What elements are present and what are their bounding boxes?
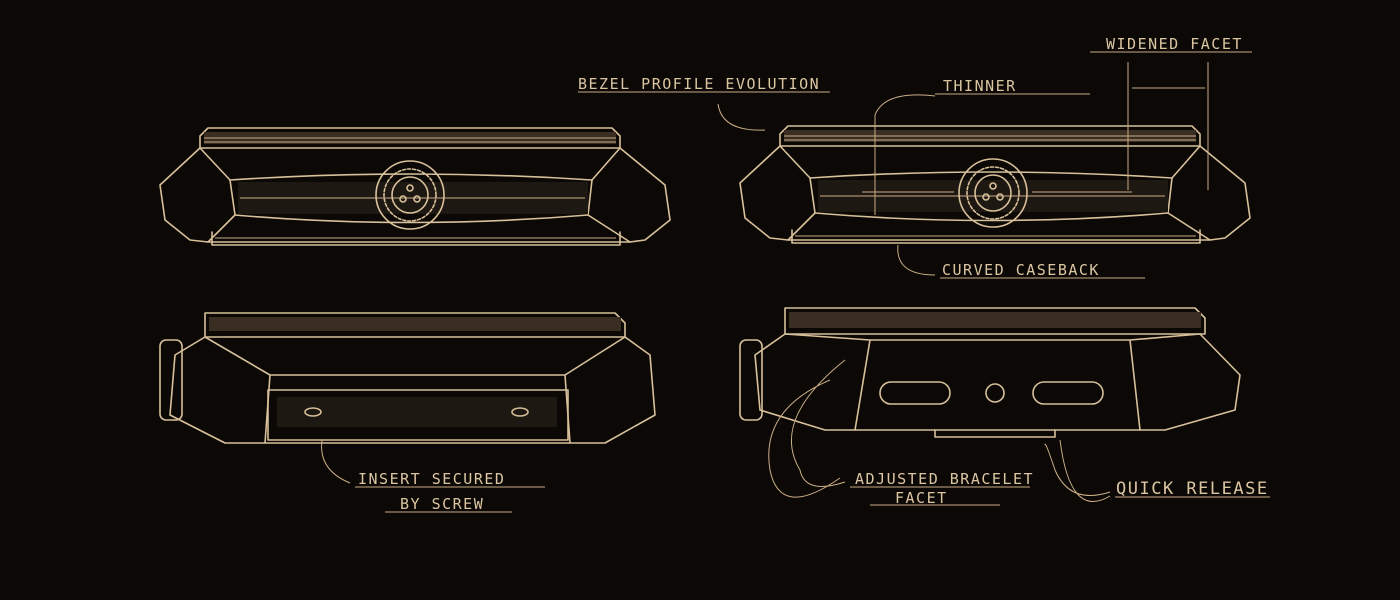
watch-lug-view-original	[159, 312, 656, 444]
label-thinner: THINNER	[943, 77, 1017, 95]
label-insert-secured: INSERT SECURED	[358, 470, 505, 488]
label-curved-caseback: CURVED CASEBACK	[942, 261, 1100, 279]
label-adjusted-bracelet: ADJUSTED BRACELET	[855, 470, 1034, 488]
label-by-screw: BY SCREW	[400, 495, 484, 513]
annotation-leaders	[321, 51, 1270, 513]
label-facet: FACET	[895, 489, 948, 507]
watch-lug-view-revised	[739, 307, 1241, 438]
watch-side-view-revised	[739, 125, 1251, 244]
label-widened-facet: WIDENED FACET	[1106, 35, 1243, 53]
label-quick-release: QUICK RELEASE	[1116, 479, 1269, 499]
label-bezel-profile-evolution: BEZEL PROFILE EVOLUTION	[578, 75, 820, 93]
watch-side-view-original	[159, 127, 671, 246]
